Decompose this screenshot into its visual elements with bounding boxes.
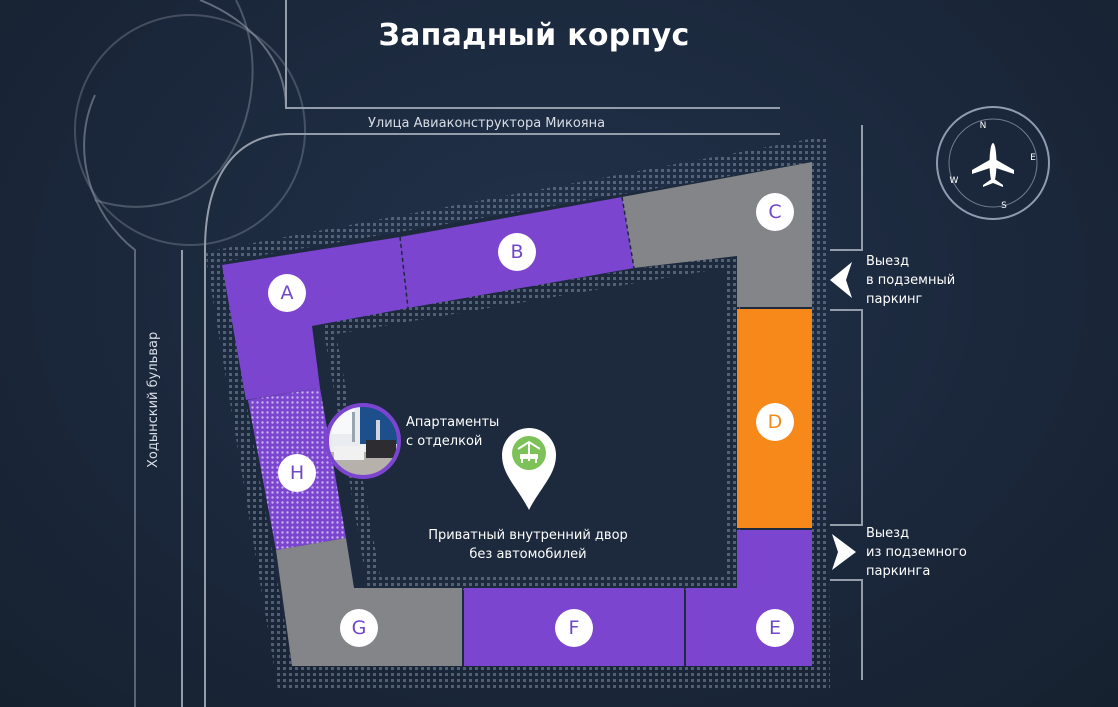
compass-e: E: [1030, 153, 1036, 163]
compass-w: W: [950, 176, 959, 186]
street-label-west: Ходынский бульвар: [146, 331, 161, 468]
section-g-block[interactable]: [276, 538, 462, 666]
apartments-photo: [325, 403, 401, 479]
airplane-icon: [972, 143, 1014, 187]
street-label-north: Улица Авиаконструктора Микояна: [368, 116, 606, 131]
section-f-marker[interactable]: F: [555, 609, 593, 647]
compass-n: N: [980, 121, 987, 131]
parking-entry-arrow-icon: [830, 262, 852, 298]
section-a-block[interactable]: [222, 237, 408, 400]
bench-icon: [517, 440, 541, 463]
compass-s: S: [1001, 201, 1007, 211]
courtyard-label: Приватный внутренний двор без автомобиле…: [428, 528, 628, 562]
courtyard-pin: [502, 428, 556, 510]
section-a-marker[interactable]: A: [268, 274, 306, 312]
page-title: Западный корпус: [378, 18, 690, 53]
parking-exit-label: Выезд из подземного паркинга: [866, 526, 967, 579]
parking-entry-label: Выезд в подземный паркинг: [866, 254, 956, 307]
section-d-marker[interactable]: D: [756, 403, 794, 441]
section-e-marker[interactable]: E: [756, 609, 794, 647]
section-c-marker[interactable]: C: [756, 193, 794, 231]
roads: [74, 0, 863, 707]
apartments-label: Апартаменты с отделкой: [406, 415, 500, 449]
section-g-marker[interactable]: G: [340, 609, 378, 647]
parking-exit-arrow-icon: [832, 534, 856, 570]
compass-icon: N E S W: [936, 106, 1050, 220]
section-h-marker[interactable]: H: [278, 454, 316, 492]
section-b-marker[interactable]: B: [498, 233, 536, 271]
